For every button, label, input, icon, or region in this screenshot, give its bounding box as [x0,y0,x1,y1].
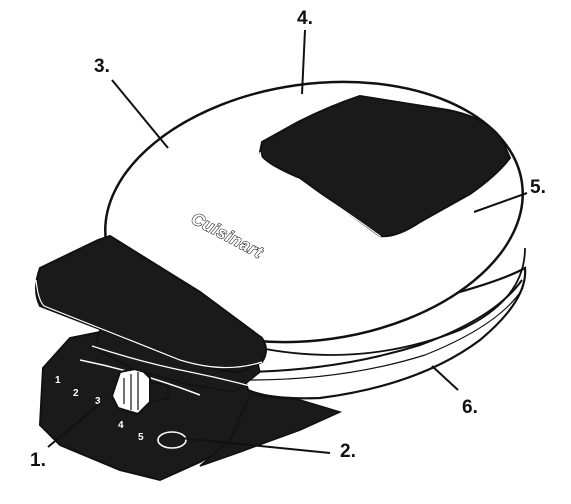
callout-label-5: 5. [530,177,546,198]
callout-label-2: 2. [340,441,356,462]
lid-handle-edge [259,151,511,241]
leader-line-3 [111,79,169,149]
leader-line-6 [431,365,459,391]
housing-rim-inner [249,287,524,381]
leader-line-2 [179,437,331,454]
dial-number-5: 5 [138,432,144,443]
ready-indicator-light [157,431,187,449]
leader-line-5 [473,192,528,213]
leader-line-4 [301,29,306,95]
hinge-highlight [91,345,251,387]
browning-control-knob[interactable] [110,366,169,416]
base-rear-plate [199,394,343,467]
leader-line-1 [47,401,103,448]
callout-label-6: 6. [462,397,478,418]
callout-label-1: 1. [30,450,46,471]
lid-handle[interactable] [258,94,512,238]
dial-number-2: 2 [73,388,79,399]
callout-label-4: 4. [297,8,313,29]
front-handle-edge [35,279,263,369]
callout-label-3: 3. [94,56,110,77]
dial-number-3: 3 [95,396,101,407]
dial-number-4: 4 [118,420,124,431]
dial-number-1: 1 [55,375,61,386]
front-handle[interactable] [35,234,267,374]
